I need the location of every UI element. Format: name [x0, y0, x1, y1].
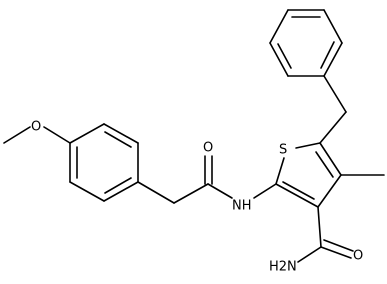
bond-methyl-o: [3, 126, 31, 144]
atom-methoxy-oxygen: O: [31, 120, 41, 135]
bond-ring-a5: [69, 181, 105, 202]
bond-co-nh: [207, 183, 233, 199]
atom-labels: O O NH S O H2N: [31, 120, 363, 275]
bond-amide-c-n: [297, 246, 322, 263]
bond-ring-a4: [103, 181, 139, 202]
bond-ring-b-inner1: [277, 43, 292, 69]
bond-ring-b5: [323, 9, 343, 44]
atom-amide-oxygen-right: O: [353, 249, 363, 264]
carboxamide-group: [297, 206, 354, 263]
atom-sulfur: S: [279, 143, 287, 158]
bond-ring-b6: [323, 42, 343, 77]
bond-ring-a-inner2: [104, 177, 132, 194]
bond-amide-c-o-2: [323, 239, 354, 252]
acetamide-linker: [137, 155, 277, 204]
atom-amide-nh2: H2N: [269, 260, 297, 275]
bond-c3-c2-inner: [282, 181, 315, 200]
bond-ring-ch2: [137, 181, 175, 204]
bond-amide-c-o-1: [320, 246, 352, 259]
bond-c4-c3: [317, 174, 342, 208]
bond-s-c5: [295, 142, 321, 149]
bond-ch2-co: [173, 183, 209, 204]
methoxyphenyl-group: [3, 123, 139, 202]
bond-c5-c4-inner: [315, 151, 334, 178]
bond-ring-a1: [69, 123, 105, 144]
bond-ch2-ring: [323, 75, 347, 113]
bond-ring-b2: [269, 42, 289, 77]
bond-ring-a2: [103, 123, 139, 144]
bond-ring-b-inner3: [320, 41, 335, 69]
bond-o-ring: [43, 126, 71, 144]
bond-c5-c4: [319, 142, 342, 176]
bond-ring-b3: [269, 9, 289, 44]
bond-s-c2: [275, 157, 285, 185]
bond-ring-a-inner1: [104, 131, 132, 148]
bond-c3-c2: [275, 183, 319, 208]
bond-c5-ch2: [319, 111, 347, 144]
bond-nh-thiophene: [253, 183, 277, 199]
benzyl-group: [269, 9, 347, 144]
atom-amide-nh: NH: [232, 199, 252, 214]
atom-amide-oxygen-top: O: [203, 141, 213, 156]
bond-c3-amide-c: [317, 206, 322, 248]
thiophene-ring: [275, 142, 342, 208]
